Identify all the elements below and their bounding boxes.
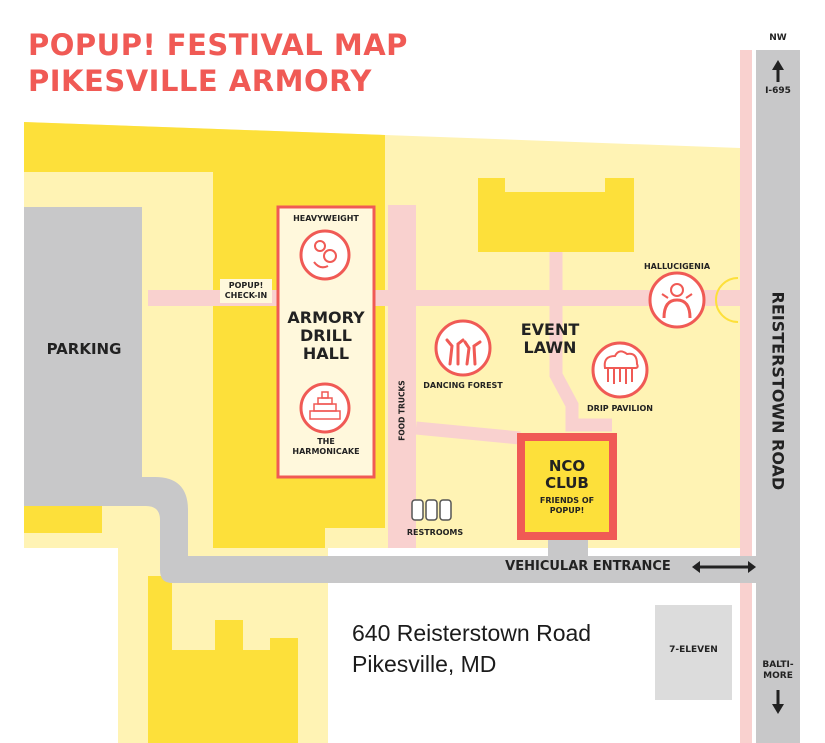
seven-eleven-building <box>655 605 732 700</box>
layered-cake-icon <box>299 382 351 434</box>
heavyweight-label: HEAVYWEIGHT <box>293 214 359 223</box>
south-label-line1: BALTI- <box>762 660 794 670</box>
south-path <box>415 421 521 445</box>
seven-eleven-label: 7-ELEVEN <box>669 645 718 655</box>
armory-label-line3: HALL <box>302 344 350 363</box>
south-building-d <box>270 638 298 743</box>
harmonicake-label-line1: THE <box>317 437 335 446</box>
address-line2: Pikesville, MD <box>352 651 497 677</box>
vehicular-road <box>24 477 760 583</box>
checkin-label-line1: POPUP! <box>228 281 264 290</box>
two-way-arrow-icon <box>692 561 756 573</box>
harmonicake-label-line2: HARMONICAKE <box>292 447 360 456</box>
south-arrow-icon <box>772 690 784 714</box>
dancing-forest-label: DANCING FOREST <box>423 381 503 390</box>
nco-club-sub-line1: FRIENDS OF <box>539 496 595 505</box>
food-trucks-label: FOOD TRUCKS <box>397 380 407 441</box>
reisterstown-road-label: REISTERSTOWN ROAD <box>768 291 788 491</box>
armory-label-line1: ARMORY <box>287 308 365 327</box>
nco-club-inner <box>525 441 609 532</box>
checkin-label-line2: CHECK-IN <box>224 291 268 300</box>
roadside-semicircle <box>715 277 739 323</box>
dancing-trees-icon <box>434 319 492 377</box>
north-arrow-icon <box>772 60 784 82</box>
hallucigenia-label: HALLUCIGENIA <box>643 262 711 271</box>
north-road-label: I-695 <box>765 86 791 96</box>
nco-club-sub-line2: POPUP! <box>549 506 585 515</box>
event-lawn-label-line2: LAWN <box>523 338 577 357</box>
parking-label: PARKING <box>46 340 122 358</box>
food-truck-lane <box>388 205 416 548</box>
nco-club-label-line2: CLUB <box>545 474 589 492</box>
restrooms-label: RESTROOMS <box>406 528 464 537</box>
event-lawn-label-line1: EVENT <box>520 320 580 339</box>
north-building-notch <box>505 178 605 192</box>
heavyweight-sculpture-icon <box>299 229 351 281</box>
drip-pavilion-label: DRIP PAVILION <box>587 404 653 413</box>
map-title-line2: PIKESVILLE ARMORY <box>28 64 372 98</box>
hallucigenia-creature-icon <box>648 271 706 329</box>
north-label: NW <box>769 33 787 43</box>
nco-club-label-line1: NCO <box>548 457 586 475</box>
lawn-path <box>549 252 612 432</box>
west-sidewalk <box>740 50 752 743</box>
south-building-c <box>215 620 243 743</box>
restrooms-icon <box>411 499 452 521</box>
parking-lot <box>24 207 142 477</box>
reisterstown-road-surface <box>756 50 800 743</box>
nco-driveway <box>548 540 588 556</box>
drip-cloud-icon <box>591 341 649 399</box>
map-title-line1: POPUP! FESTIVAL MAP <box>28 28 408 62</box>
address-line1: 640 Reisterstown Road <box>352 620 592 646</box>
armory-label-line2: DRILL <box>300 326 352 345</box>
vehicular-entrance-label: VEHICULAR ENTRANCE <box>505 559 671 574</box>
checkin-box <box>220 279 272 303</box>
south-label-line2: MORE <box>763 671 793 681</box>
